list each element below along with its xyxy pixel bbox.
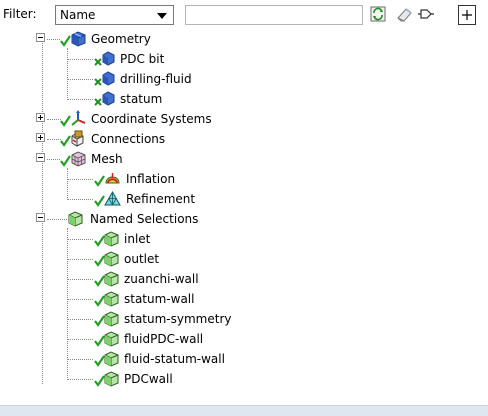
tree-node-mesh-control[interactable]: Inflation [93,169,175,189]
named-selections-folder-icon [66,210,86,228]
filter-search-input[interactable] [185,5,363,25]
tree-connector [47,39,60,40]
filter-label: Filter: [3,7,37,21]
tree-node-label: PDCwall [124,372,173,386]
collapse-toggle-geometry[interactable] [36,33,45,42]
named-selection-icon [93,370,120,388]
tree-connector [47,139,61,140]
tree-connector [67,339,93,340]
tree-node-mesh[interactable]: Mesh [60,149,123,169]
panel-bottom-bar [0,405,488,416]
tree-node-body[interactable]: statum [93,89,162,109]
named-selection-icon [93,330,120,348]
tree-node-label: Refinement [126,192,196,206]
tree-connector [67,299,93,300]
tree-node-named-selection[interactable]: zuanchi-wall [93,269,199,289]
tree-node-named-selections[interactable]: Named Selections [66,209,198,229]
tree-node-label: zuanchi-wall [124,272,199,286]
tree-node-body[interactable]: drilling-fluid [93,69,192,89]
tree-node-label: statum-wall [124,292,195,306]
suppressed-body-icon [93,90,116,108]
tree-connector [42,37,43,384]
tree-node-label: Mesh [91,152,123,166]
tree-node-named-selection[interactable]: inlet [93,229,150,249]
expand-all-button[interactable] [458,5,476,25]
tree-node-label: fluid-statum-wall [124,352,225,366]
tree-connector [67,168,68,200]
named-selection-icon [93,310,120,328]
tree-node-mesh-control[interactable]: Refinement [93,189,195,209]
suppressed-body-icon [93,70,116,88]
tree-node-body[interactable]: PDC bit [93,49,164,69]
tree-node-named-selection[interactable]: PDCwall [93,369,173,389]
tree-connector [67,79,93,80]
tree-connector [67,59,93,60]
tree-node-connections[interactable]: Connections [60,129,165,149]
tree-node-label: statum-symmetry [124,312,232,326]
outline-tree: Geometry PDC bit drilling-fluid [36,29,232,389]
tree-connector [47,159,60,160]
refresh-icon [370,6,386,22]
filter-toolbar: Filter: Name [0,0,488,31]
tree-node-named-selection[interactable]: fluidPDC-wall [93,329,203,349]
tree-node-label: PDC bit [120,52,165,66]
tag-icon [418,9,434,19]
suppressed-body-icon [93,50,116,68]
tree-connector [67,48,68,100]
coordinate-axes-icon [60,110,87,128]
tree-connector [67,228,68,380]
clear-filter-button[interactable] [394,5,413,25]
tree-node-label: outlet [124,252,160,266]
tree-node-label: Named Selections [90,212,199,226]
tag-filter-button[interactable] [416,5,435,25]
tree-connector [67,99,93,100]
tree-node-label: fluidPDC-wall [124,332,204,346]
filter-type-value: Name [60,8,96,22]
tree-connector [67,379,93,380]
tree-node-named-selection[interactable]: outlet [93,249,159,269]
tree-connector [67,319,93,320]
collapse-toggle-named-selections[interactable] [36,213,45,222]
tree-connector [67,239,93,240]
chevron-down-icon [157,13,167,19]
tree-connector [47,119,61,120]
tree-node-named-selection[interactable]: fluid-statum-wall [93,349,225,369]
tree-connector [67,359,93,360]
tree-node-geometry[interactable]: Geometry [60,29,151,49]
tree-node-named-selection[interactable]: statum-symmetry [93,309,232,329]
tree-node-label: statum [120,92,163,106]
named-selection-icon [93,250,120,268]
named-selection-icon [93,350,120,368]
tree-connector [47,219,67,220]
mesh-icon [60,150,87,168]
tree-connector [67,259,93,260]
expand-toggle-connections[interactable] [36,133,45,142]
inflation-icon [93,170,122,188]
tree-node-named-selection[interactable]: statum-wall [93,289,194,309]
tree-node-label: drilling-fluid [120,72,192,86]
geometry-icon [60,30,87,48]
refinement-icon [93,190,122,208]
named-selection-icon [93,230,120,248]
named-selection-icon [93,270,120,288]
expand-all-icon [462,10,472,20]
tree-node-label: Connections [91,132,166,146]
tree-node-coordinate-systems[interactable]: Coordinate Systems [60,109,212,129]
tree-node-label: Geometry [91,32,151,46]
collapse-toggle-mesh[interactable] [36,153,45,162]
eraser-icon [397,8,412,22]
tree-node-label: Coordinate Systems [91,112,212,126]
named-selection-icon [93,290,120,308]
tree-node-label: Inflation [126,172,176,186]
tree-connector [67,179,93,180]
tree-connector [67,199,93,200]
expand-toggle-coordinate-systems[interactable] [36,113,45,122]
filter-type-dropdown[interactable]: Name [55,5,174,25]
refresh-button[interactable] [369,5,388,25]
connections-icon [60,130,87,148]
tree-connector [67,279,93,280]
tree-node-label: inlet [124,232,151,246]
